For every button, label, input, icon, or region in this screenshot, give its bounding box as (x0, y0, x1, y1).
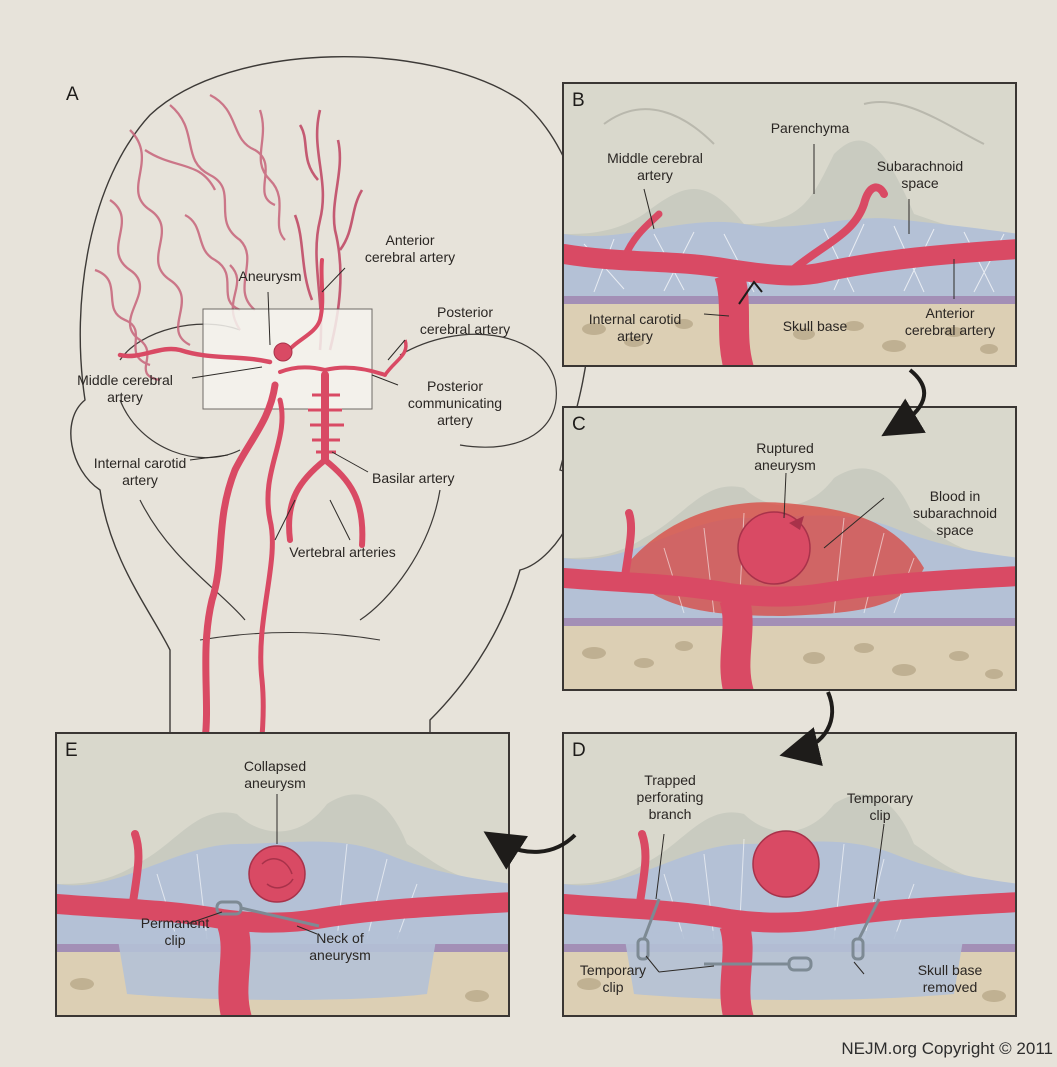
copyright-notice: NEJM.org Copyright © 2011 (841, 1039, 1053, 1059)
arrow-d-to-e (497, 835, 575, 852)
arrow-c-to-d (795, 692, 832, 752)
arrow-b-to-c (895, 370, 924, 428)
